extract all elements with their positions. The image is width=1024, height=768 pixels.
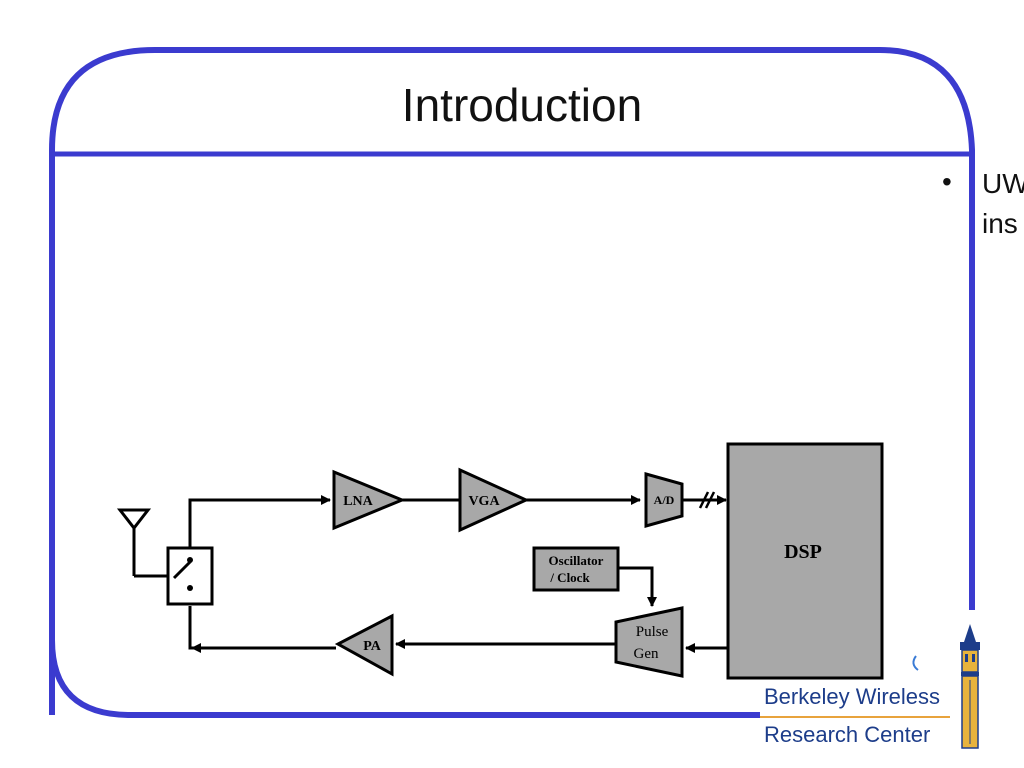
tr-switch	[166, 546, 214, 606]
logo-text-line-2: Research Center	[764, 722, 931, 747]
bullet-line-2: ins	[982, 208, 1018, 239]
pa-block: PA	[334, 613, 394, 677]
vga-label: VGA	[468, 494, 500, 509]
oscillator-block: Oscillator / Clock	[532, 546, 620, 592]
bullet-marker: •	[942, 166, 952, 197]
pa-label: PA	[363, 639, 382, 654]
pulse-gen-label-2: Gen	[634, 646, 659, 662]
lna-label: LNA	[343, 494, 373, 509]
vga-block: VGA	[458, 467, 530, 533]
logo-divider	[760, 716, 950, 718]
adc-label: A/D	[654, 493, 675, 507]
pulse-gen-block: Pulse Gen	[614, 606, 684, 678]
oscillator-label-1: Oscillator	[549, 553, 604, 568]
bullet-text: UW ins	[982, 164, 1024, 244]
dsp-label: DSP	[784, 541, 822, 563]
oscillator-label-2: / Clock	[549, 570, 590, 585]
logo-text-line-1: Berkeley Wireless	[764, 684, 941, 709]
bullet-line-1: UW	[982, 168, 1024, 199]
antenna-icon	[116, 508, 170, 578]
dsp-block: DSP	[726, 442, 884, 680]
pulse-gen-label-1: Pulse	[636, 624, 669, 640]
lna-block: LNA	[332, 469, 406, 531]
slide-title: Introduction	[401, 79, 643, 131]
adc-block: A/D	[644, 472, 684, 528]
campanile-tower-icon	[912, 624, 980, 749]
